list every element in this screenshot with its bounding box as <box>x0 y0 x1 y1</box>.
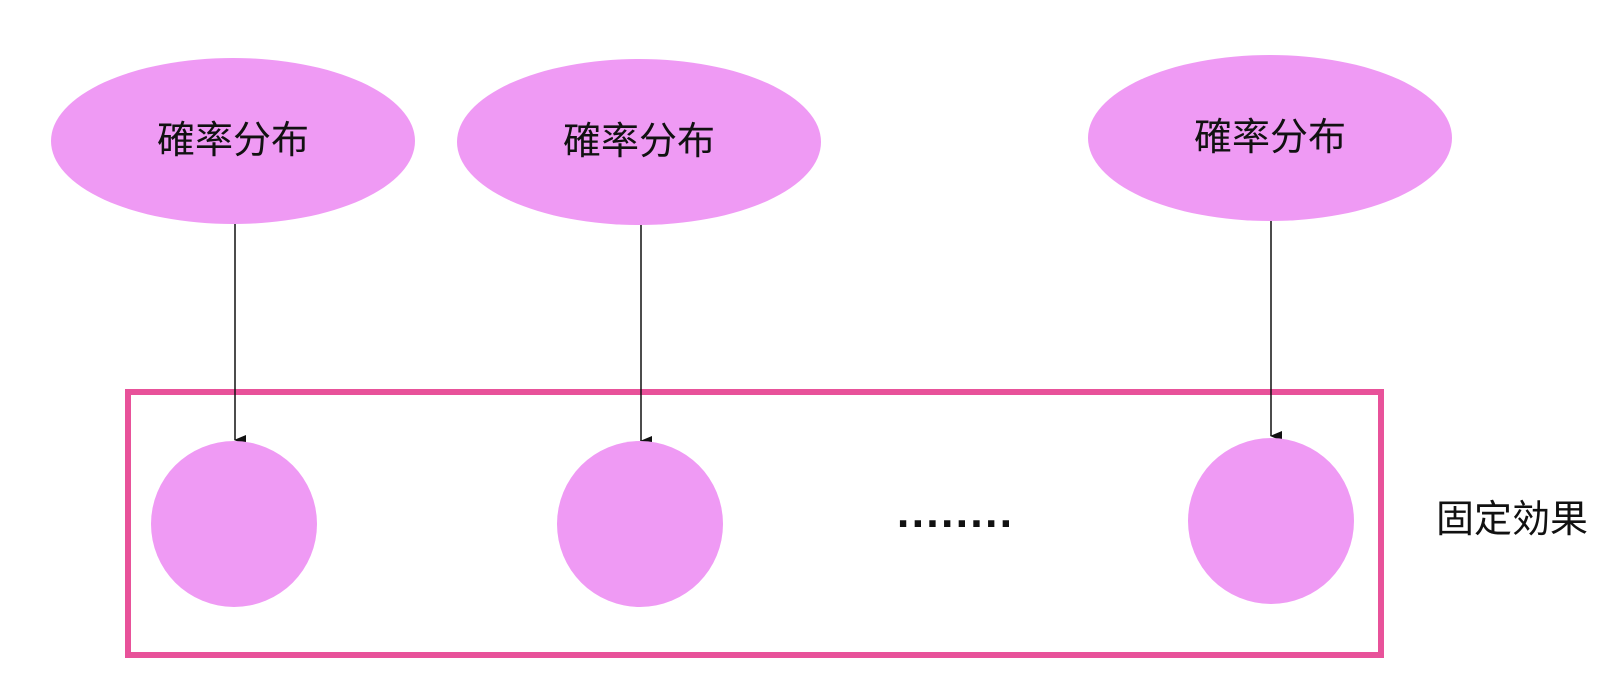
distribution-label: 確率分布 <box>563 119 715 163</box>
fixed-effect-circle-2 <box>557 441 723 607</box>
fixed-effect-circle-1 <box>151 441 317 607</box>
distribution-ellipse <box>51 58 415 224</box>
ellipsis-dots: ........ <box>896 495 1013 536</box>
distribution-label: 確率分布 <box>1194 115 1346 159</box>
distribution-ellipse <box>1088 55 1452 221</box>
fixed-effect-circle-3 <box>1188 438 1354 604</box>
fixed-effects-label: 固定効果 <box>1436 497 1588 541</box>
distribution-node-2: 確率分布 <box>457 59 821 225</box>
distribution-node-3: 確率分布 <box>1088 55 1452 221</box>
distribution-label: 確率分布 <box>157 118 309 162</box>
fixed-effects-box <box>125 389 1384 658</box>
distribution-ellipse <box>457 59 821 225</box>
distribution-node-1: 確率分布 <box>51 58 415 224</box>
